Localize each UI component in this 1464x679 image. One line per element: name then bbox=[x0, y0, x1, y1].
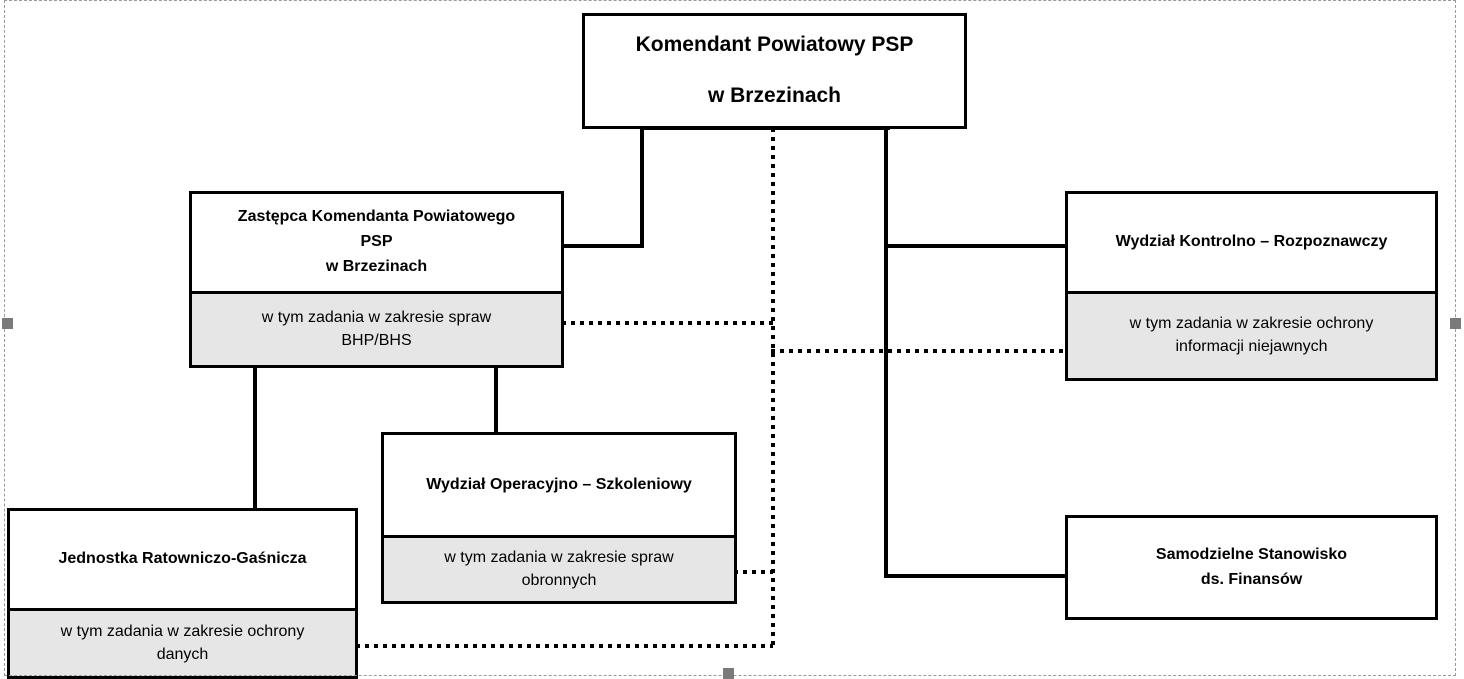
node-deputy[interactable]: Zastępca Komendanta Powiatowego PSP w Br… bbox=[189, 191, 564, 368]
node-finance-post-title-line-2: ds. Finansów bbox=[1200, 570, 1303, 588]
connector-commander-to-deputy-horizontal bbox=[561, 244, 644, 248]
node-rescue-unit-title-line-1: Jednostka Ratowniczo-Gaśnicza bbox=[58, 550, 307, 568]
node-operations-dept-title-line-1: Wydział Operacyjno – Szkoleniowy bbox=[426, 475, 692, 493]
dotted-connector-main-vertical bbox=[771, 128, 775, 647]
node-control-dept-title-line-1: Wydział Kontrolno – Rozpoznawczy bbox=[1115, 233, 1388, 251]
node-control-dept-title: Wydział Kontrolno – Rozpoznawczy bbox=[1068, 194, 1435, 291]
node-operations-dept-sub-line-2: obronnych bbox=[521, 571, 597, 589]
connector-commander-to-deputy-vertical bbox=[640, 126, 644, 248]
connector-trunk-to-control-dept bbox=[884, 244, 1067, 248]
node-rescue-unit-sub-line-2: danych bbox=[156, 645, 209, 663]
selection-handle-bottom[interactable] bbox=[723, 668, 734, 679]
node-control-dept-sub-line-1: w tym zadania w zakresie ochrony bbox=[1129, 315, 1374, 333]
node-operations-dept[interactable]: Wydział Operacyjno – Szkoleniowy w tym z… bbox=[381, 432, 737, 604]
node-rescue-unit-title: Jednostka Ratowniczo-Gaśnicza bbox=[10, 511, 355, 608]
node-control-dept-sub-line-2: informacji niejawnych bbox=[1175, 338, 1328, 355]
dotted-connector-to-deputy-subsection bbox=[562, 321, 773, 325]
node-control-dept-subsection: w tym zadania w zakresie ochrony informa… bbox=[1068, 291, 1435, 378]
selection-handle-left[interactable] bbox=[2, 318, 13, 329]
node-deputy-title-line-3: w Brzezinach bbox=[325, 257, 428, 275]
node-commander-title: Komendant Powiatowy PSP w Brzezinach bbox=[585, 16, 964, 126]
node-operations-dept-sub-line-1: w tym zadania w zakresie spraw bbox=[444, 548, 674, 566]
connector-trunk-to-finance-post bbox=[884, 574, 1067, 578]
node-rescue-unit[interactable]: Jednostka Ratowniczo-Gaśnicza w tym zada… bbox=[7, 508, 358, 679]
dotted-connector-to-rescue-unit-subsection bbox=[356, 644, 773, 648]
node-finance-post-title: Samodzielne Stanowisko ds. Finansów bbox=[1068, 518, 1435, 617]
node-deputy-subsection: w tym zadania w zakresie spraw BHP/BHS bbox=[192, 291, 561, 365]
node-operations-dept-title: Wydział Operacyjno – Szkoleniowy bbox=[384, 435, 734, 535]
node-deputy-title: Zastępca Komendanta Powiatowego PSP w Br… bbox=[192, 194, 561, 291]
connector-deputy-to-operations-dept bbox=[494, 366, 498, 434]
node-finance-post-title-line-1: Samodzielne Stanowisko bbox=[1155, 545, 1348, 563]
node-commander-title-line-2: w Brzezinach bbox=[707, 84, 842, 107]
node-commander[interactable]: Komendant Powiatowy PSP w Brzezinach bbox=[582, 13, 967, 129]
selection-handle-right[interactable] bbox=[1450, 318, 1461, 329]
node-operations-dept-subsection: w tym zadania w zakresie spraw obronnych bbox=[384, 535, 734, 601]
connector-deputy-to-rescue-unit bbox=[253, 366, 257, 510]
dotted-connector-to-operations-dept-subsection bbox=[734, 570, 773, 574]
node-deputy-title-line-2: PSP bbox=[360, 233, 393, 251]
node-rescue-unit-sub-line-1: w tym zadania w zakresie ochrony bbox=[60, 622, 305, 640]
node-control-dept[interactable]: Wydział Kontrolno – Rozpoznawczy w tym z… bbox=[1065, 191, 1438, 381]
node-deputy-sub-line-1: w tym zadania w zakresie spraw bbox=[261, 308, 492, 326]
node-deputy-sub-line-2: BHP/BHS bbox=[341, 331, 412, 349]
node-finance-post[interactable]: Samodzielne Stanowisko ds. Finansów bbox=[1065, 515, 1438, 620]
node-deputy-title-line-1: Zastępca Komendanta Powiatowego bbox=[237, 208, 516, 226]
dotted-connector-to-control-dept-subsection bbox=[771, 349, 1067, 353]
node-rescue-unit-subsection: w tym zadania w zakresie ochrony danych bbox=[10, 608, 355, 676]
node-commander-title-line-1: Komendant Powiatowy PSP bbox=[635, 33, 914, 57]
